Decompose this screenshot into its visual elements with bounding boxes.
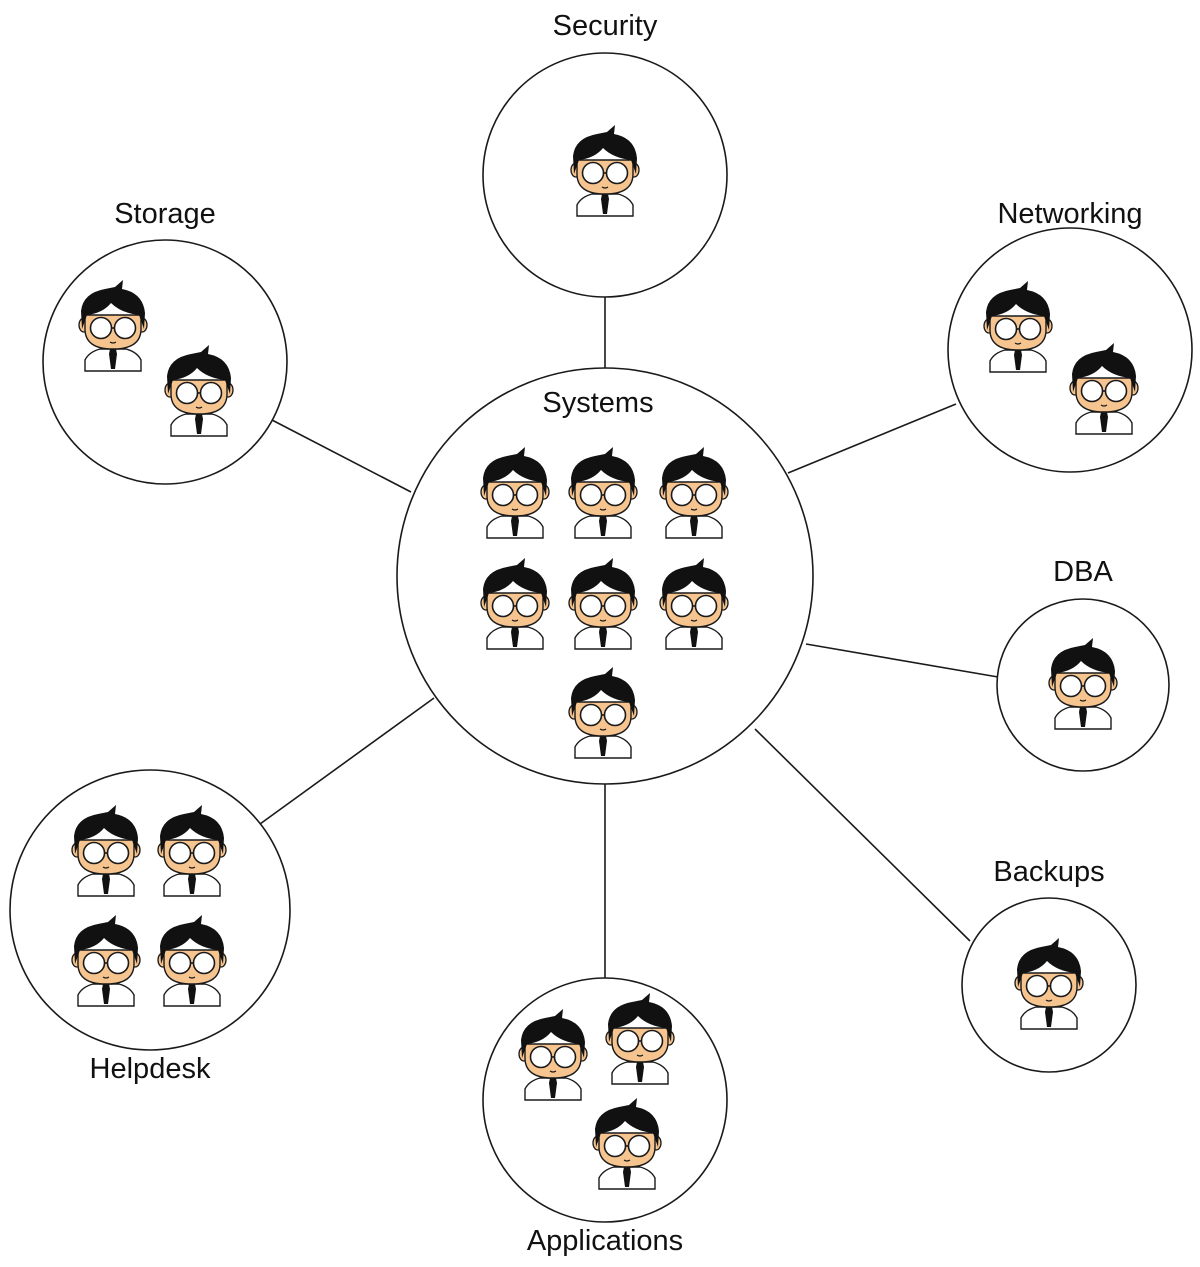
team-label-helpdesk: Helpdesk bbox=[90, 1053, 211, 1085]
team-node-storage: Storage bbox=[42, 198, 288, 485]
team-circle-networking bbox=[947, 227, 1193, 473]
team-node-dba: DBA bbox=[996, 556, 1170, 772]
team-node-applications: Applications bbox=[482, 977, 728, 1257]
team-node-security: Security bbox=[482, 10, 728, 298]
team-label-applications: Applications bbox=[527, 1225, 683, 1257]
team-node-helpdesk: Helpdesk bbox=[9, 769, 291, 1085]
edge-systems-networking bbox=[787, 403, 957, 474]
team-label-networking: Networking bbox=[997, 198, 1142, 230]
edge-systems-helpdesk bbox=[259, 697, 435, 825]
team-label-dba: DBA bbox=[1053, 556, 1113, 588]
team-circle-storage bbox=[42, 239, 288, 485]
connector-lines bbox=[259, 297, 999, 980]
team-circle-helpdesk bbox=[9, 769, 291, 1051]
team-label-systems: Systems bbox=[542, 387, 653, 419]
team-node-networking: Networking bbox=[947, 198, 1193, 473]
edge-systems-dba bbox=[805, 643, 999, 678]
team-label-storage: Storage bbox=[114, 198, 216, 230]
team-node-backups: Backups bbox=[961, 856, 1137, 1073]
edge-systems-storage bbox=[271, 419, 412, 493]
team-node-systems: Systems bbox=[396, 367, 814, 785]
edge-systems-backups bbox=[754, 728, 971, 942]
team-label-security: Security bbox=[553, 10, 658, 42]
team-label-backups: Backups bbox=[993, 856, 1104, 888]
